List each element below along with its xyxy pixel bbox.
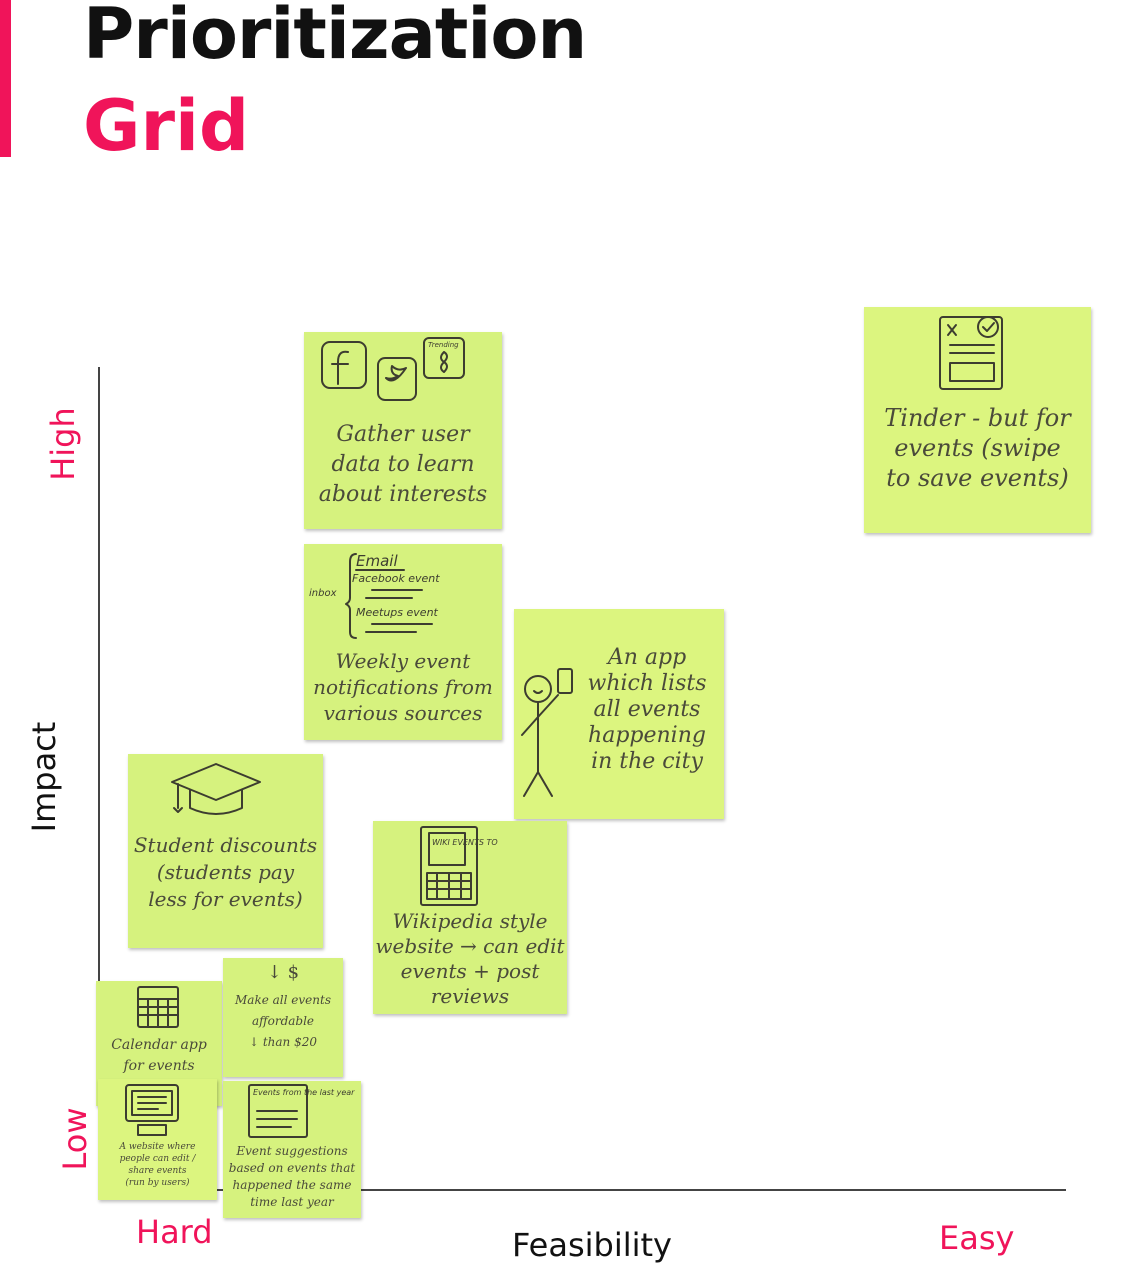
note-text: Student discounts (students pay less for… (133, 833, 318, 911)
page-title: Prioritization (83, 0, 587, 75)
wiki-caption: WIKI EVENTS TO (432, 838, 498, 847)
facebook-event-label: Facebook event (352, 572, 440, 585)
note-text: A website where people can edit / share … (119, 1142, 196, 1188)
note-text: Calendar app for events (111, 1037, 207, 1074)
sticky-note-affordable-events: ↓ $ Make all events affordable ↓ than $2… (223, 958, 343, 1077)
note-text: Tinder - but for events (swipe to save e… (884, 404, 1071, 492)
accent-bar (0, 0, 11, 157)
x-axis-easy-label: Easy (939, 1219, 1015, 1257)
down-dollar-sketch: ↓ $ (266, 962, 300, 983)
note-text: Gather user data to learn about interest… (318, 422, 488, 507)
email-label: Email (356, 552, 398, 570)
wiki-screen-icon: WIKI EVENTS TO (420, 826, 498, 906)
x-axis-title: Feasibility (512, 1226, 672, 1264)
x-axis-line (100, 1189, 1066, 1191)
note-text: An app which lists all events happening … (587, 645, 707, 774)
note-text: Weekly event notifications from various … (313, 649, 493, 725)
social-media-icons: Trending (321, 337, 465, 401)
y-axis-low-label: Low (56, 1107, 94, 1171)
inbox-sketch: inbox Email Facebook event Meetups event (309, 552, 440, 639)
calendar-icon (137, 986, 179, 1028)
trending-caption: Trending (428, 341, 459, 349)
note-text: Make all events affordable ↓ than $20 (235, 993, 331, 1049)
document-list-icon: Events from the last year (248, 1084, 355, 1138)
meetups-event-label: Meetups event (356, 606, 439, 619)
y-axis-line (98, 367, 100, 1197)
y-axis-high-label: High (44, 407, 82, 481)
last-year-caption: Events from the last year (253, 1088, 355, 1097)
phone-swipe-icon (939, 316, 1003, 390)
note-text: Event suggestions based on events that h… (228, 1144, 356, 1209)
sticky-note-gather-user-data: Trending Gather user data to learn about… (304, 332, 502, 529)
sticky-note-weekly-notifications: inbox Email Facebook event Meetups event… (304, 544, 502, 740)
sticky-note-event-listing-app: An app which lists all events happening … (514, 609, 724, 819)
page-subtitle: Grid (83, 85, 250, 167)
stick-figure-icon (521, 668, 573, 797)
sticky-note-student-discounts: Student discounts (students pay less for… (128, 754, 323, 948)
x-axis-hard-label: Hard (136, 1213, 213, 1251)
graduation-cap-icon (171, 763, 261, 815)
sticky-note-user-run-website: A website where people can edit / share … (98, 1079, 217, 1200)
y-axis-title: Impact (25, 721, 63, 833)
sticky-note-wikipedia-style: WIKI EVENTS TO Wikipedia style website →… (373, 821, 567, 1014)
sticky-note-last-year-suggestions: Events from the last year Event suggesti… (223, 1081, 361, 1218)
note-text: Wikipedia style website → can edit event… (375, 909, 565, 1008)
inbox-label: inbox (309, 588, 337, 599)
sticky-note-tinder: Tinder - but for events (swipe to save e… (864, 307, 1091, 533)
website-window-icon (125, 1084, 179, 1136)
